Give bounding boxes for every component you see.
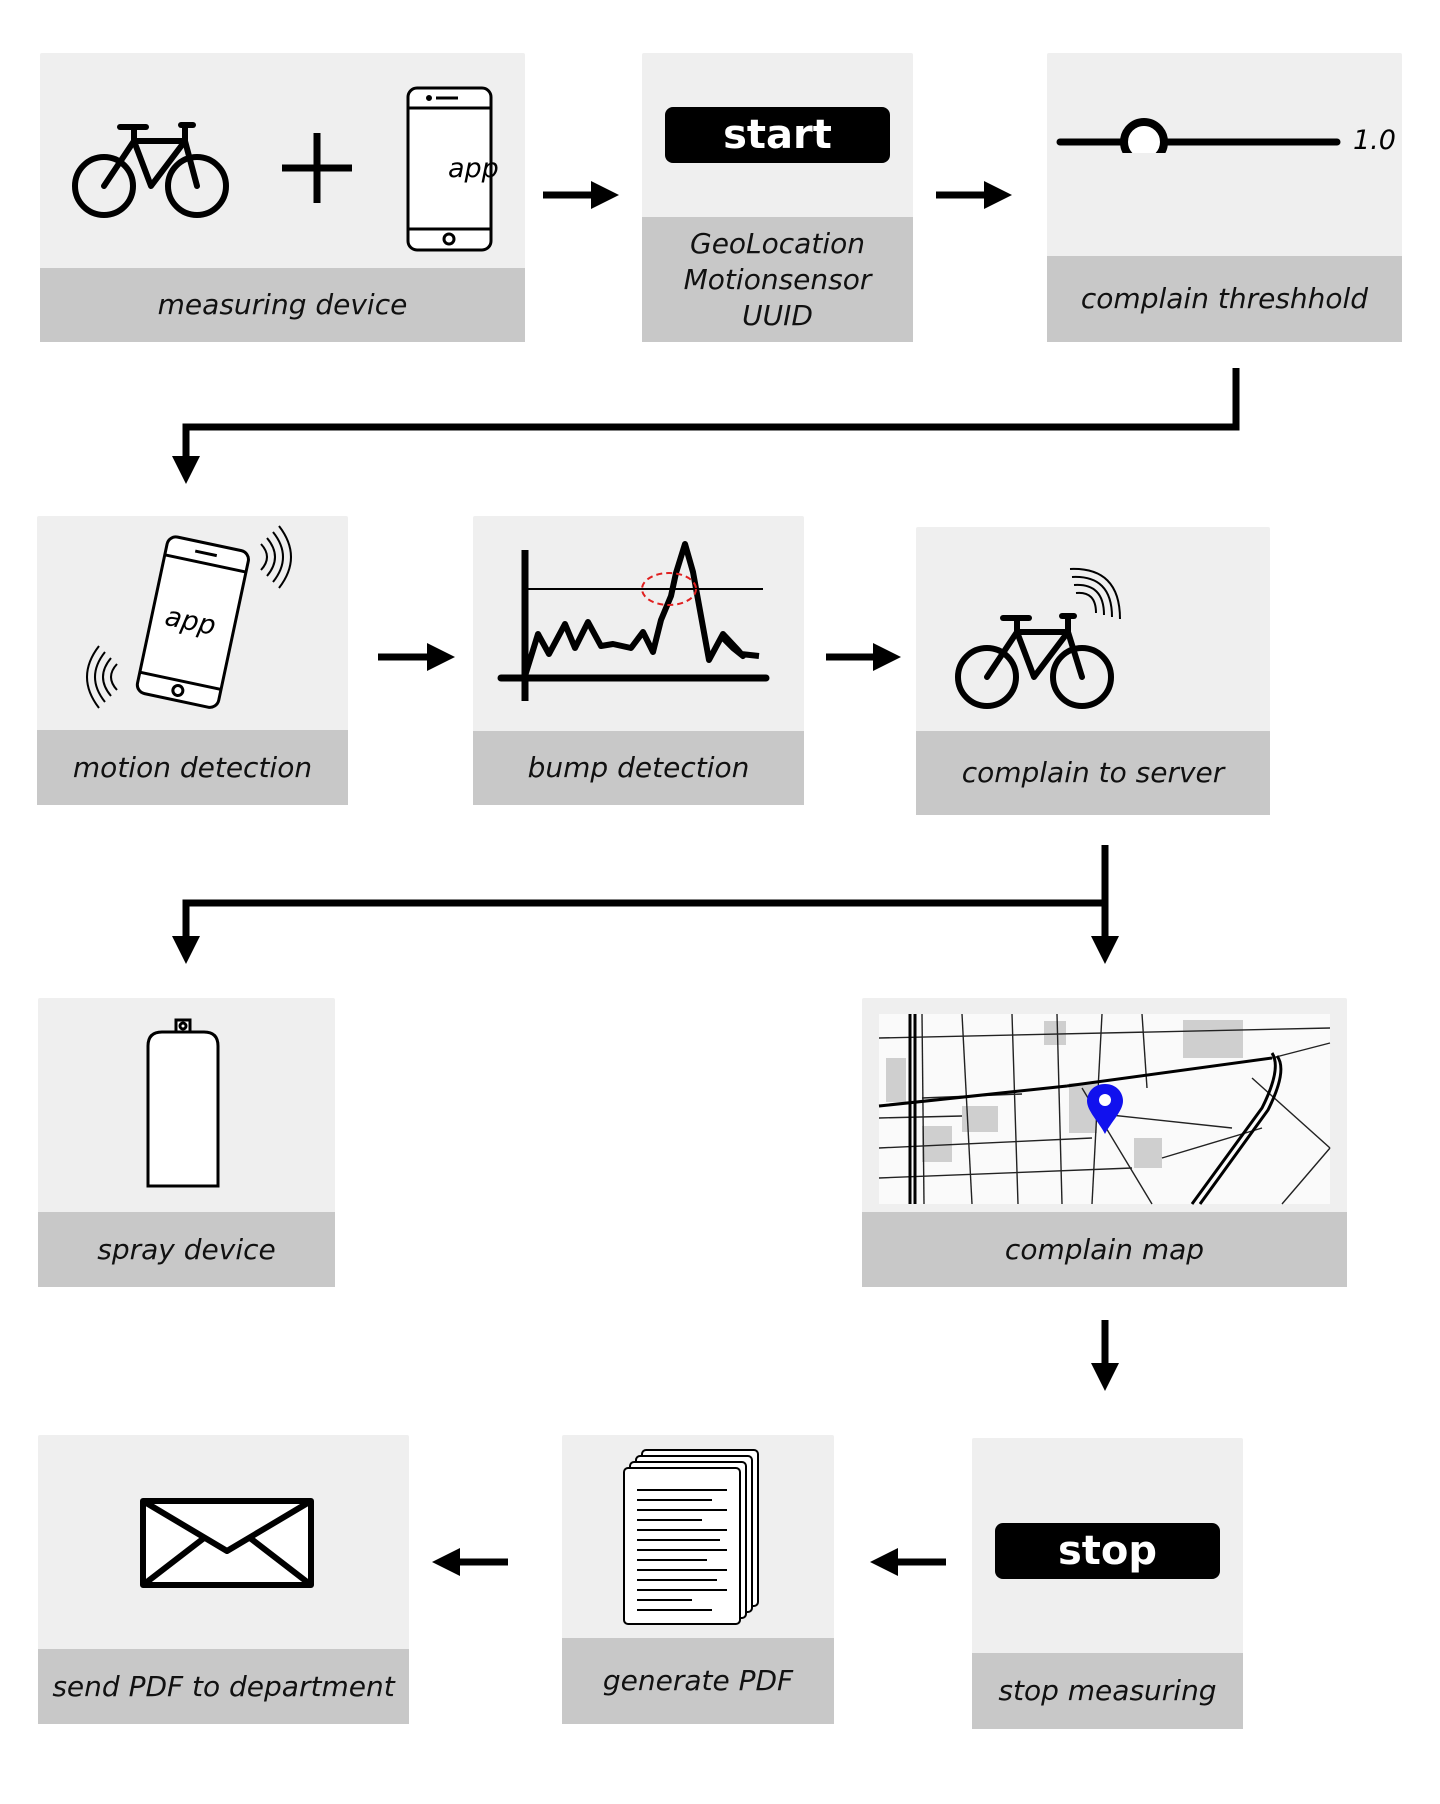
threshold-slider[interactable] [1047,53,1402,153]
stop-button[interactable]: stop [995,1523,1220,1579]
spray-can-art [146,1018,220,1188]
signal-waves-icon [1069,567,1121,620]
location-pin-icon [1087,1084,1123,1134]
step-label: spray device [38,1212,335,1287]
arrow-threshold-to-motion [172,368,1240,484]
document-text-lines [637,1489,727,1611]
vibration-waves-icon [86,525,292,709]
document-stack-art [623,1449,759,1625]
step-labels: GeoLocation Motionsensor UUID [642,217,913,342]
bicycle-icon [72,122,229,218]
bike-signal-art [955,567,1121,709]
step-motion-detection: app motion detection [37,516,348,805]
plus-icon [282,133,352,203]
arrow-server-to-spray [172,899,1105,964]
step-start: start GeoLocation Motionsensor UUID [642,53,913,342]
bump-chart-art [497,541,770,701]
start-button[interactable]: start [665,107,890,163]
step-label: complain threshhold [1047,256,1402,342]
slider-thumb [1120,118,1168,153]
step-send-pdf: send PDF to department [38,1435,409,1724]
phone-app-text: app [448,153,499,184]
step-label: complain to server [916,731,1270,815]
step-label: generate PDF [562,1638,834,1724]
step-spray-device: spray device [38,998,335,1287]
step-measuring-device: app measuring device [40,53,525,342]
phone-icon [406,86,493,252]
step-label: bump detection [473,731,804,805]
step-threshold: 1.0 complain threshhold [1047,53,1402,342]
label-uuid: UUID [742,298,813,332]
step-label: measuring device [40,268,525,342]
step-generate-pdf: generate PDF [562,1435,834,1724]
slider-value: 1.0 [1353,125,1396,156]
signal-line [522,541,760,677]
bike-plus-phone-art [72,86,493,252]
label-motionsensor: Motionsensor [683,262,872,296]
step-stop: stop stop measuring [972,1438,1243,1729]
step-bump-detection: bump detection [473,516,804,805]
step-label: motion detection [37,730,348,805]
step-complain-server: complain to server [916,527,1270,815]
step-label: stop measuring [972,1653,1243,1729]
tilted-phone-icon [135,535,250,709]
step-label: send PDF to department [38,1649,409,1724]
label-geolocation: GeoLocation [690,226,865,260]
spray-can-icon [146,1018,220,1188]
envelope-icon [140,1498,314,1588]
bump-highlight [641,572,697,606]
document-stack-icon [623,1449,759,1625]
step-label: complain map [862,1212,1347,1287]
motion-art [86,525,292,709]
bicycle-icon [955,613,1114,709]
step-complain-map: complain map [862,998,1347,1287]
street-map[interactable] [862,998,1347,1213]
envelope-art [140,1498,314,1588]
